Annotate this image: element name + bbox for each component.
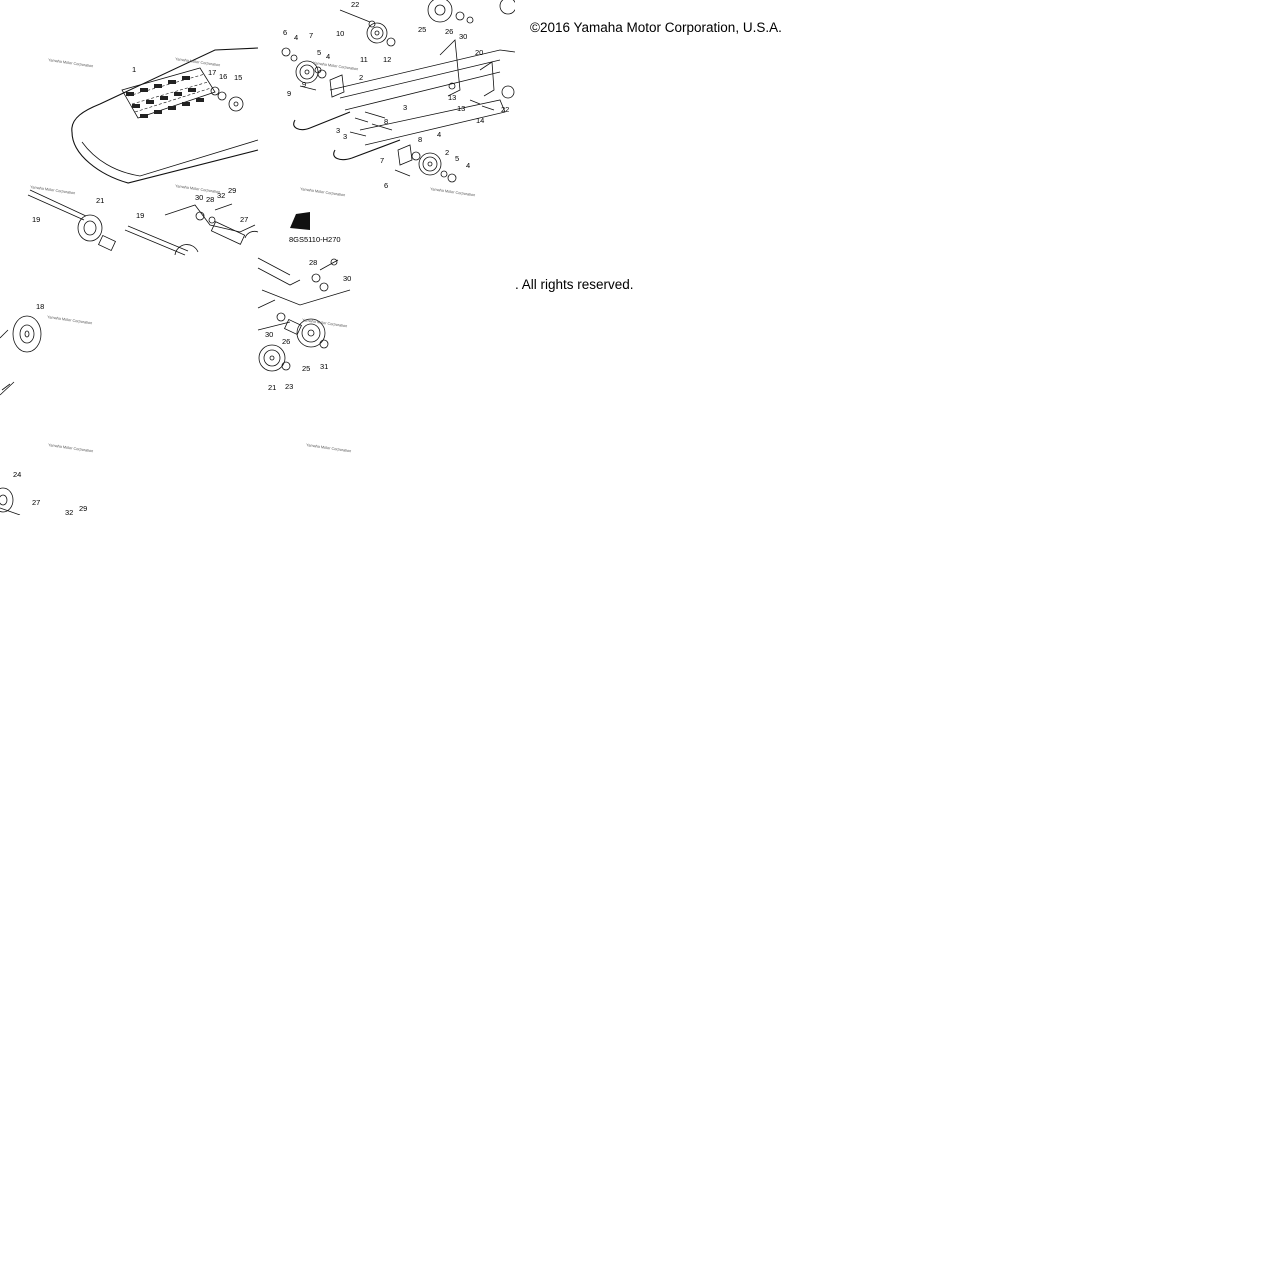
part-callout: 32 xyxy=(217,191,225,200)
part-callout: 25 xyxy=(418,25,426,34)
part-callout: 8 xyxy=(384,117,388,126)
svg-text:Yamaha Motor Corporation: Yamaha Motor Corporation xyxy=(302,318,348,328)
part-callout: 30 xyxy=(459,32,467,41)
part-callout: 30 xyxy=(343,274,351,283)
rear-axle-drawing xyxy=(0,189,259,515)
part-callout: 12 xyxy=(383,55,391,64)
track-drawing xyxy=(0,47,259,396)
svg-text:Yamaha Motor Corporation: Yamaha Motor Corporation xyxy=(47,315,93,325)
part-callout: 28 xyxy=(206,195,214,204)
part-callout: 8 xyxy=(418,135,422,144)
part-callout: 22 xyxy=(351,0,359,9)
part-callout: 6 xyxy=(384,181,388,190)
part-callout: 13 xyxy=(457,104,465,113)
part-callout: 25 xyxy=(302,364,310,373)
part-callout: 11 xyxy=(360,55,368,64)
part-callout: 31 xyxy=(320,362,328,371)
part-callout: 26 xyxy=(282,337,290,346)
part-callout: 3 xyxy=(343,132,347,141)
part-callout: 2 xyxy=(359,73,363,82)
part-callout: 30 xyxy=(195,193,203,202)
part-callout: 10 xyxy=(336,29,344,38)
part-callout: 3 xyxy=(403,103,407,112)
part-callout: 4 xyxy=(466,161,470,170)
part-callout: 29 xyxy=(228,186,236,195)
part-callout: 3 xyxy=(336,126,340,135)
parts-diagram-drawing: 8GS5110-H270 Yamaha Motor Corporation Ya… xyxy=(0,0,515,515)
part-callout: 19 xyxy=(32,215,40,224)
part-callout: 2 xyxy=(445,148,449,157)
part-callout: 18 xyxy=(36,302,44,311)
part-callout: 4 xyxy=(326,52,330,61)
part-callout: 23 xyxy=(285,382,293,391)
svg-text:Yamaha Motor Corporation: Yamaha Motor Corporation xyxy=(48,58,94,68)
svg-text:Yamaha Motor Corporation: Yamaha Motor Corporation xyxy=(175,184,221,194)
svg-text:Yamaha Motor Corporation: Yamaha Motor Corporation xyxy=(313,61,359,71)
part-callout: 5 xyxy=(455,154,459,163)
part-callout: 28 xyxy=(309,258,317,267)
svg-text:Yamaha Motor Corporation: Yamaha Motor Corporation xyxy=(300,187,346,197)
part-callout: 9 xyxy=(287,89,291,98)
part-callout: 27 xyxy=(240,215,248,224)
svg-text:Yamaha Motor Corporation: Yamaha Motor Corporation xyxy=(30,185,76,195)
part-callout: 14 xyxy=(476,116,484,125)
svg-text:Yamaha Motor Corporation: Yamaha Motor Corporation xyxy=(175,57,221,67)
part-callout: 9 xyxy=(302,80,306,89)
diagram-code: 8GS5110-H270 xyxy=(289,235,341,244)
copyright-notice: ©2016 Yamaha Motor Corporation, U.S.A. xyxy=(530,20,782,35)
svg-text:Yamaha Motor Corporation: Yamaha Motor Corporation xyxy=(306,443,352,453)
part-callout: 19 xyxy=(136,211,144,220)
part-callout: 1 xyxy=(132,65,136,74)
part-callout: 21 xyxy=(268,383,276,392)
part-callout: 30 xyxy=(265,330,273,339)
idler-wheel-drawing: 8GS5110-H270 xyxy=(257,212,351,372)
parts-diagram: 8GS5110-H270 Yamaha Motor Corporation Ya… xyxy=(0,0,515,515)
part-callout: 16 xyxy=(219,72,227,81)
part-callout: 13 xyxy=(448,93,456,102)
part-callout: 17 xyxy=(208,68,216,77)
part-callout: 26 xyxy=(445,27,453,36)
part-callout: 4 xyxy=(437,130,441,139)
part-callout: 5 xyxy=(317,48,321,57)
part-callout: 22 xyxy=(501,105,509,114)
part-callout: 27 xyxy=(32,498,40,507)
part-callout: 21 xyxy=(96,196,104,205)
slide-rail-drawing xyxy=(281,0,515,183)
rights-reserved-notice: . All rights reserved. xyxy=(515,277,634,292)
part-callout: 7 xyxy=(309,31,313,40)
part-callout: 20 xyxy=(475,48,483,57)
part-callout: 24 xyxy=(13,470,21,479)
part-callout: 6 xyxy=(283,28,287,37)
part-callout: 7 xyxy=(380,156,384,165)
part-callout: 29 xyxy=(79,504,87,513)
part-callout: 32 xyxy=(65,508,73,515)
watermark-text: Yamaha Motor Corporation Yamaha Motor Co… xyxy=(30,57,476,453)
part-callout: 15 xyxy=(234,73,242,82)
svg-text:Yamaha Motor Corporation: Yamaha Motor Corporation xyxy=(430,187,476,197)
svg-text:Yamaha Motor Corporation: Yamaha Motor Corporation xyxy=(48,443,94,453)
part-callout: 4 xyxy=(294,33,298,42)
